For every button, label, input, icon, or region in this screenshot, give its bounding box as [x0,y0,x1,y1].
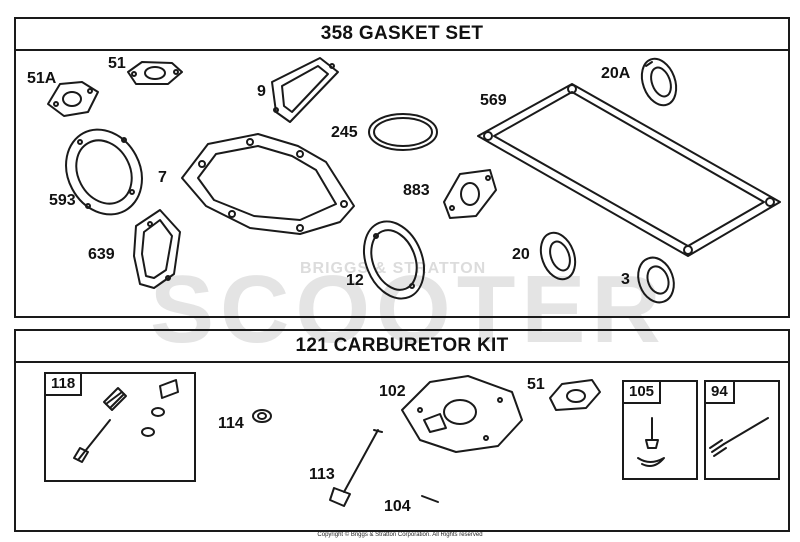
carburetor-kit-panel: 121 CARBURETOR KIT [14,329,790,532]
gasket-883-shape [443,169,497,219]
gasket-set-panel: 358 GASKET SET [14,17,790,318]
inlet-needle-105-shape [637,417,665,467]
label-883: 883 [403,182,430,199]
gasket-set-title: 358 GASKET SET [16,19,788,51]
gasket-569-shape [477,83,781,257]
label-245: 245 [331,124,358,141]
carburetor-kit-title: 121 CARBURETOR KIT [16,331,788,363]
tube-113-shape [329,429,383,507]
label-20a: 20A [601,65,631,82]
label-3: 3 [621,271,630,288]
copyright-notice: Copyright © Briggs & Stratton Corporatio… [317,532,483,538]
gasket-51-shape [127,61,183,85]
label-12: 12 [346,272,364,289]
label-114: 114 [218,415,244,432]
seal-20-shape [539,231,577,281]
seal-3-shape [637,256,675,304]
label-593: 593 [49,192,76,209]
gasket-7-shape [181,133,355,235]
label-104: 104 [384,498,411,515]
label-102: 102 [379,383,406,400]
seal-20a-shape [640,57,678,107]
watermark-site: SCOOTER [150,256,667,363]
label-639: 639 [88,246,115,263]
gasket-593-shape [65,128,143,216]
part-118-tag: 118 [44,372,83,396]
label-9: 9 [257,83,266,100]
label-51-carb: 51 [527,376,545,393]
label-51a: 51A [27,70,57,87]
gasket-51-carb-shape [549,379,601,411]
gasket-12-shape [363,220,425,300]
washer-114-shape [252,409,272,423]
part-94-box: 94 [704,380,780,480]
part-94-tag: 94 [704,380,735,404]
part-105-tag: 105 [622,380,662,404]
gasket-9-shape [271,57,339,123]
gasket-639-shape [133,209,181,289]
label-569: 569 [480,92,507,109]
ring-245-shape [368,113,438,151]
gasket-51a-shape [47,81,99,117]
part-105-box: 105 [622,380,698,480]
needle-94-shape [709,417,769,457]
gasket-102-shape [401,375,523,453]
label-51: 51 [108,55,126,72]
label-20: 20 [512,246,530,263]
label-113: 113 [309,466,335,483]
label-7: 7 [158,169,167,186]
pin-104-shape [421,495,439,503]
watermark-brand: BRIGGS & STRATTON [300,260,487,277]
needle-valve-118-shape [73,379,179,463]
